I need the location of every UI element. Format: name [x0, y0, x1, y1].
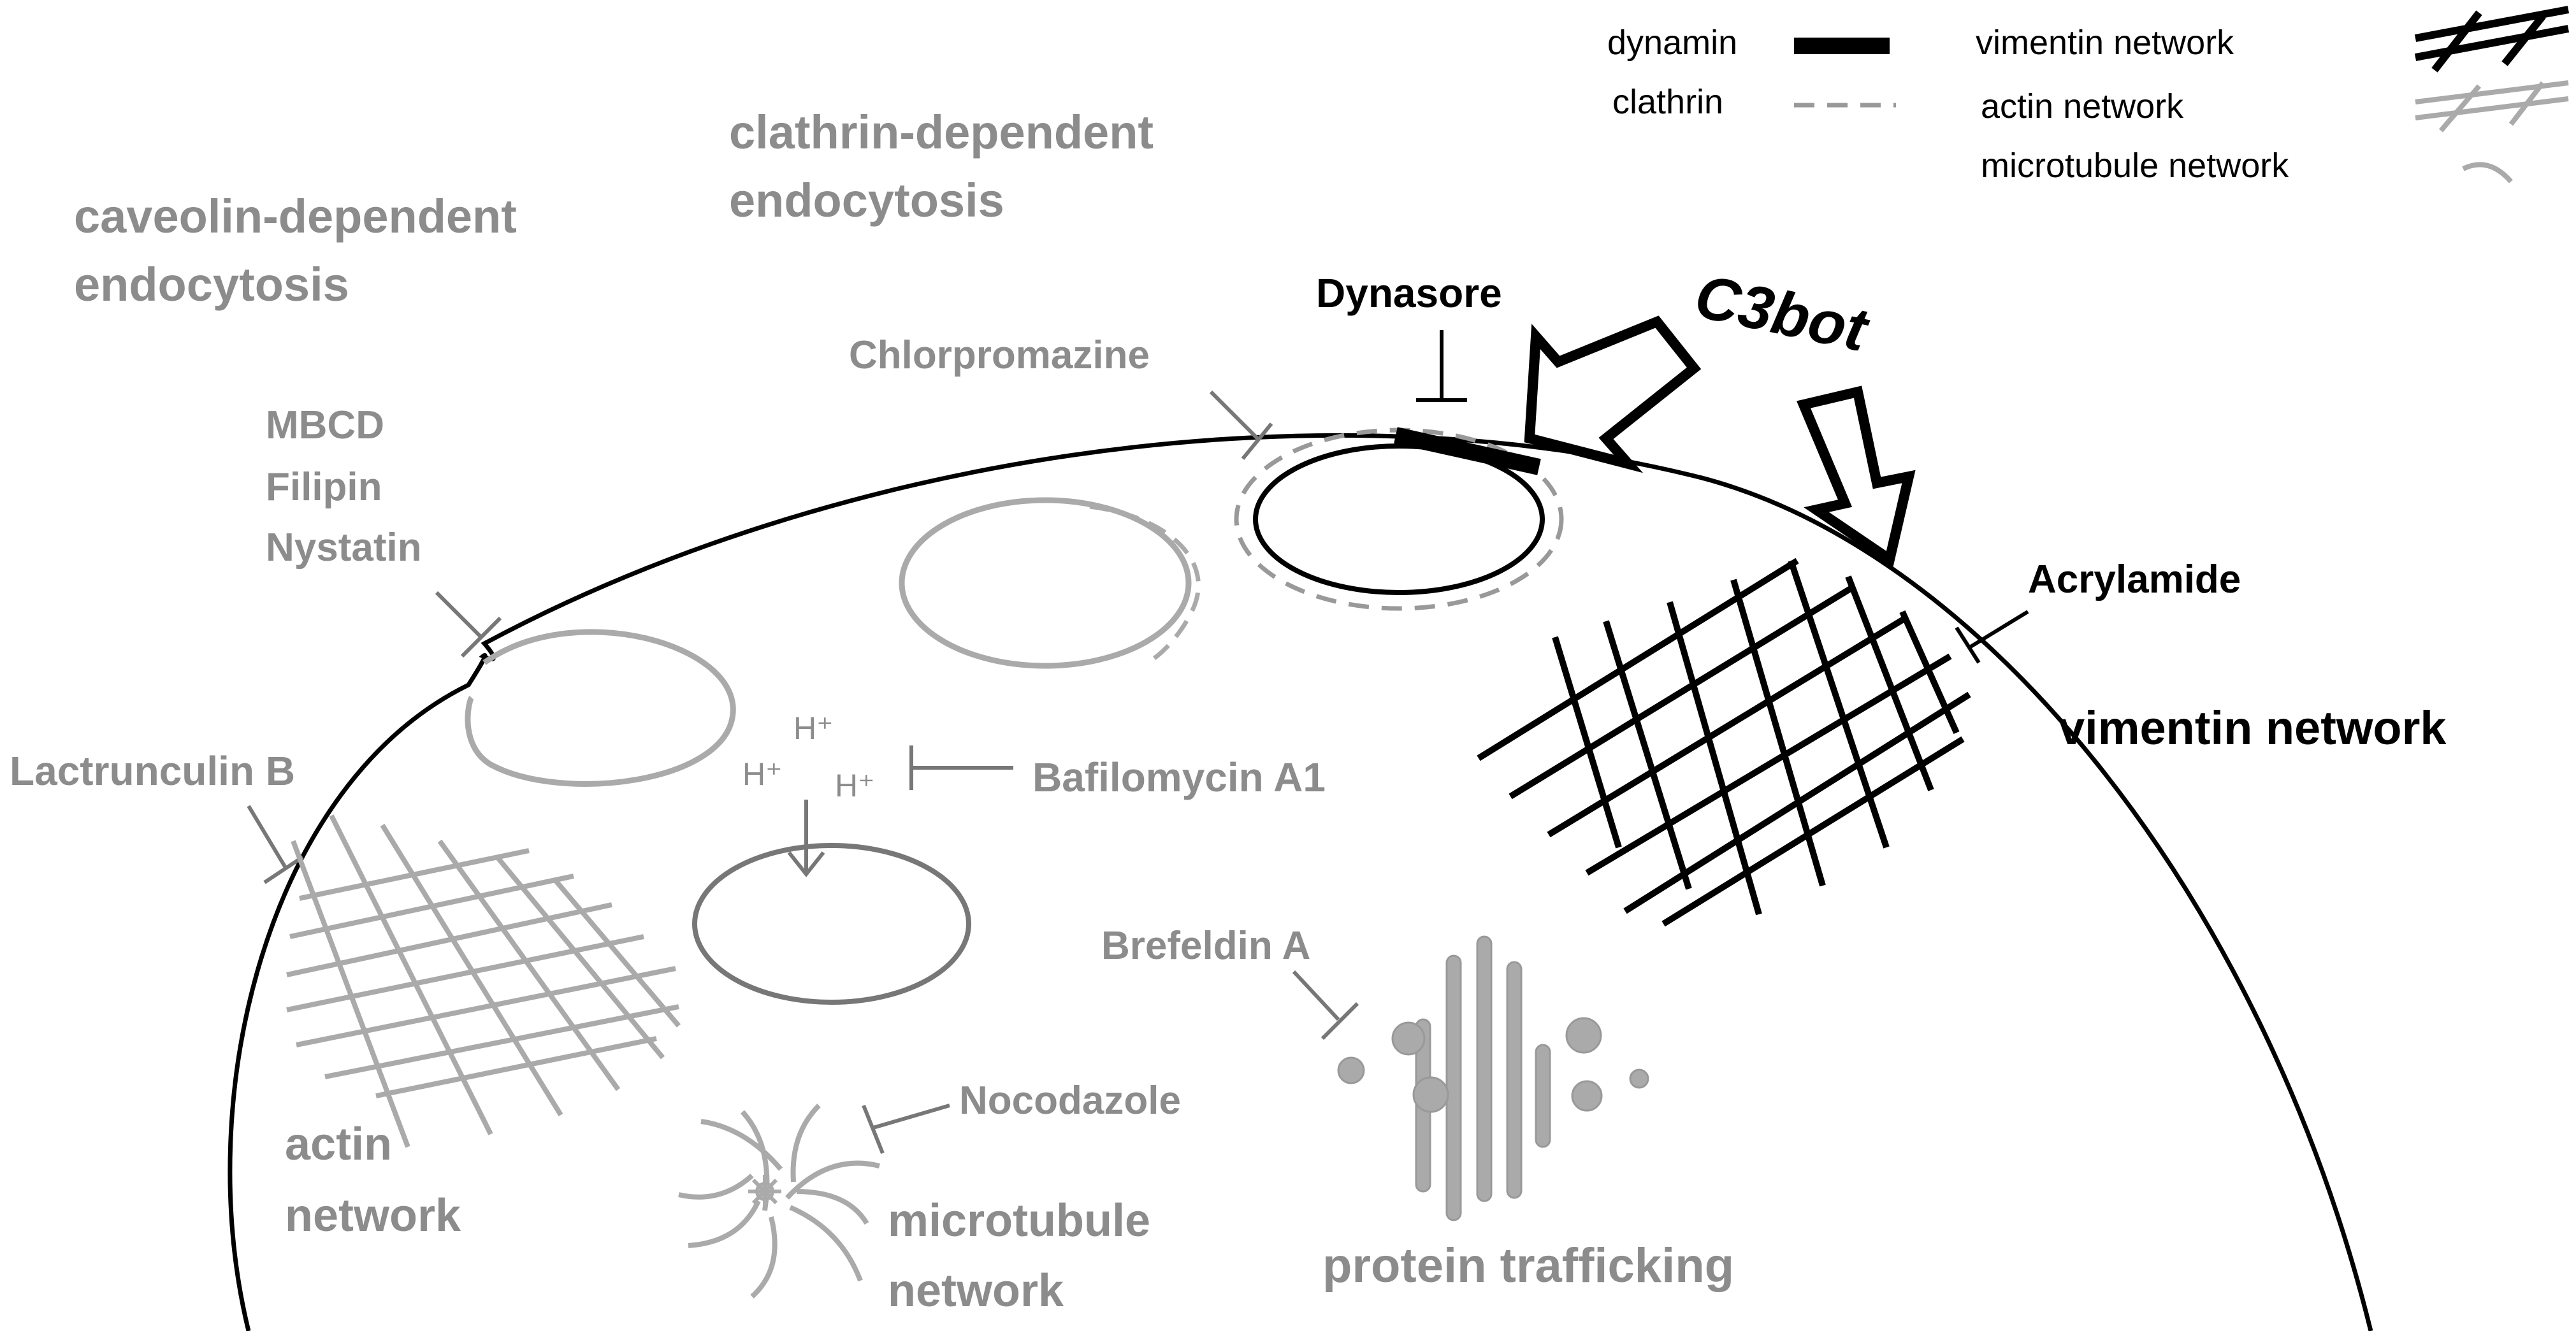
endosome-vesicle [692, 843, 971, 1005]
proton-import-arrow [787, 800, 825, 877]
caveolin-heading-line2: endocytosis [74, 258, 349, 311]
early-clathrin-coat [1089, 504, 1201, 665]
nocodazole-label: Nocodazole [959, 1079, 1181, 1123]
early-clathrin-vesicle [899, 497, 1192, 669]
bafilomycin-inhibitor-symbol [909, 745, 1013, 790]
caveolin-inhibitor-symbol [435, 591, 502, 658]
c3bot-arrow-to-dynamin [1524, 315, 1702, 473]
brefeldin-label: Brefeldin A [1101, 924, 1310, 968]
legend-actin-label: actin network [1981, 87, 2184, 126]
mbcd-label: MBCD [266, 403, 384, 447]
centrosome-icon [748, 1175, 781, 1208]
clathrin-vesicle [1253, 443, 1545, 595]
protein-trafficking-label: protein trafficking [1322, 1239, 1734, 1293]
lactrunculin-label: Lactrunculin B [10, 748, 295, 794]
actin-network-label-line1: actin [285, 1119, 392, 1170]
clathrin-heading-line1: clathrin-dependent [729, 106, 1154, 159]
chlorpromazine-inhibitor-symbol [1209, 390, 1273, 460]
lactrunculin-inhibitor-symbol [247, 805, 304, 884]
actin-mesh [286, 814, 681, 1148]
microtubule-network-label-line2: network [888, 1265, 1064, 1316]
acrylamide-inhibitor-symbol [1955, 610, 2029, 664]
microtubule-network-label-line1: microtubule [888, 1195, 1150, 1246]
microtubule-aster [678, 1104, 880, 1299]
c3bot-label: C3bot [1690, 262, 1876, 365]
vimentin-mesh [1477, 558, 1971, 927]
legend-vimentin-swatch [2414, 6, 2570, 73]
legend-vimentin-label: vimentin network [1976, 24, 2234, 62]
nocodazole-inhibitor-symbol [862, 1104, 950, 1155]
proton-2: H⁺ [742, 756, 783, 792]
legend-actin-swatch [2415, 80, 2569, 133]
chlorpromazine-label: Chlorpromazine [849, 333, 1150, 377]
legend-dynamin-label: dynamin [1607, 24, 1737, 62]
legend-microtubule-swatch [2462, 162, 2514, 183]
dynamin-collar [1394, 427, 1541, 475]
dynasore-label: Dynasore [1316, 270, 1502, 316]
proton-1: H⁺ [793, 710, 834, 746]
nystatin-label: Nystatin [266, 526, 422, 570]
caveolin-vesicle [465, 629, 736, 787]
vimentin-network-label: vimentin network [2059, 701, 2447, 754]
filipin-label: Filipin [266, 465, 382, 509]
proton-3: H⁺ [835, 768, 875, 803]
golgi-apparatus [1337, 935, 1649, 1221]
legend: dynamin clathrin vimentin network actin … [1607, 6, 2570, 185]
bafilomycin-label: Bafilomycin A1 [1032, 754, 1326, 800]
clathrin-heading-line2: endocytosis [729, 174, 1004, 227]
caveolin-heading-line1: caveolin-dependent [74, 190, 517, 243]
dynasore-inhibitor-symbol [1416, 330, 1467, 402]
cell-membrane [228, 433, 2373, 1331]
brefeldin-inhibitor-symbol [1292, 970, 1359, 1040]
legend-clathrin-label: clathrin [1612, 83, 1723, 121]
acrylamide-label: Acrylamide [2028, 558, 2241, 601]
legend-microtubule-label: microtubule network [1981, 147, 2289, 185]
c3bot-arrow-to-vimentin [1796, 385, 1916, 568]
actin-network-label-line2: network [285, 1190, 461, 1241]
